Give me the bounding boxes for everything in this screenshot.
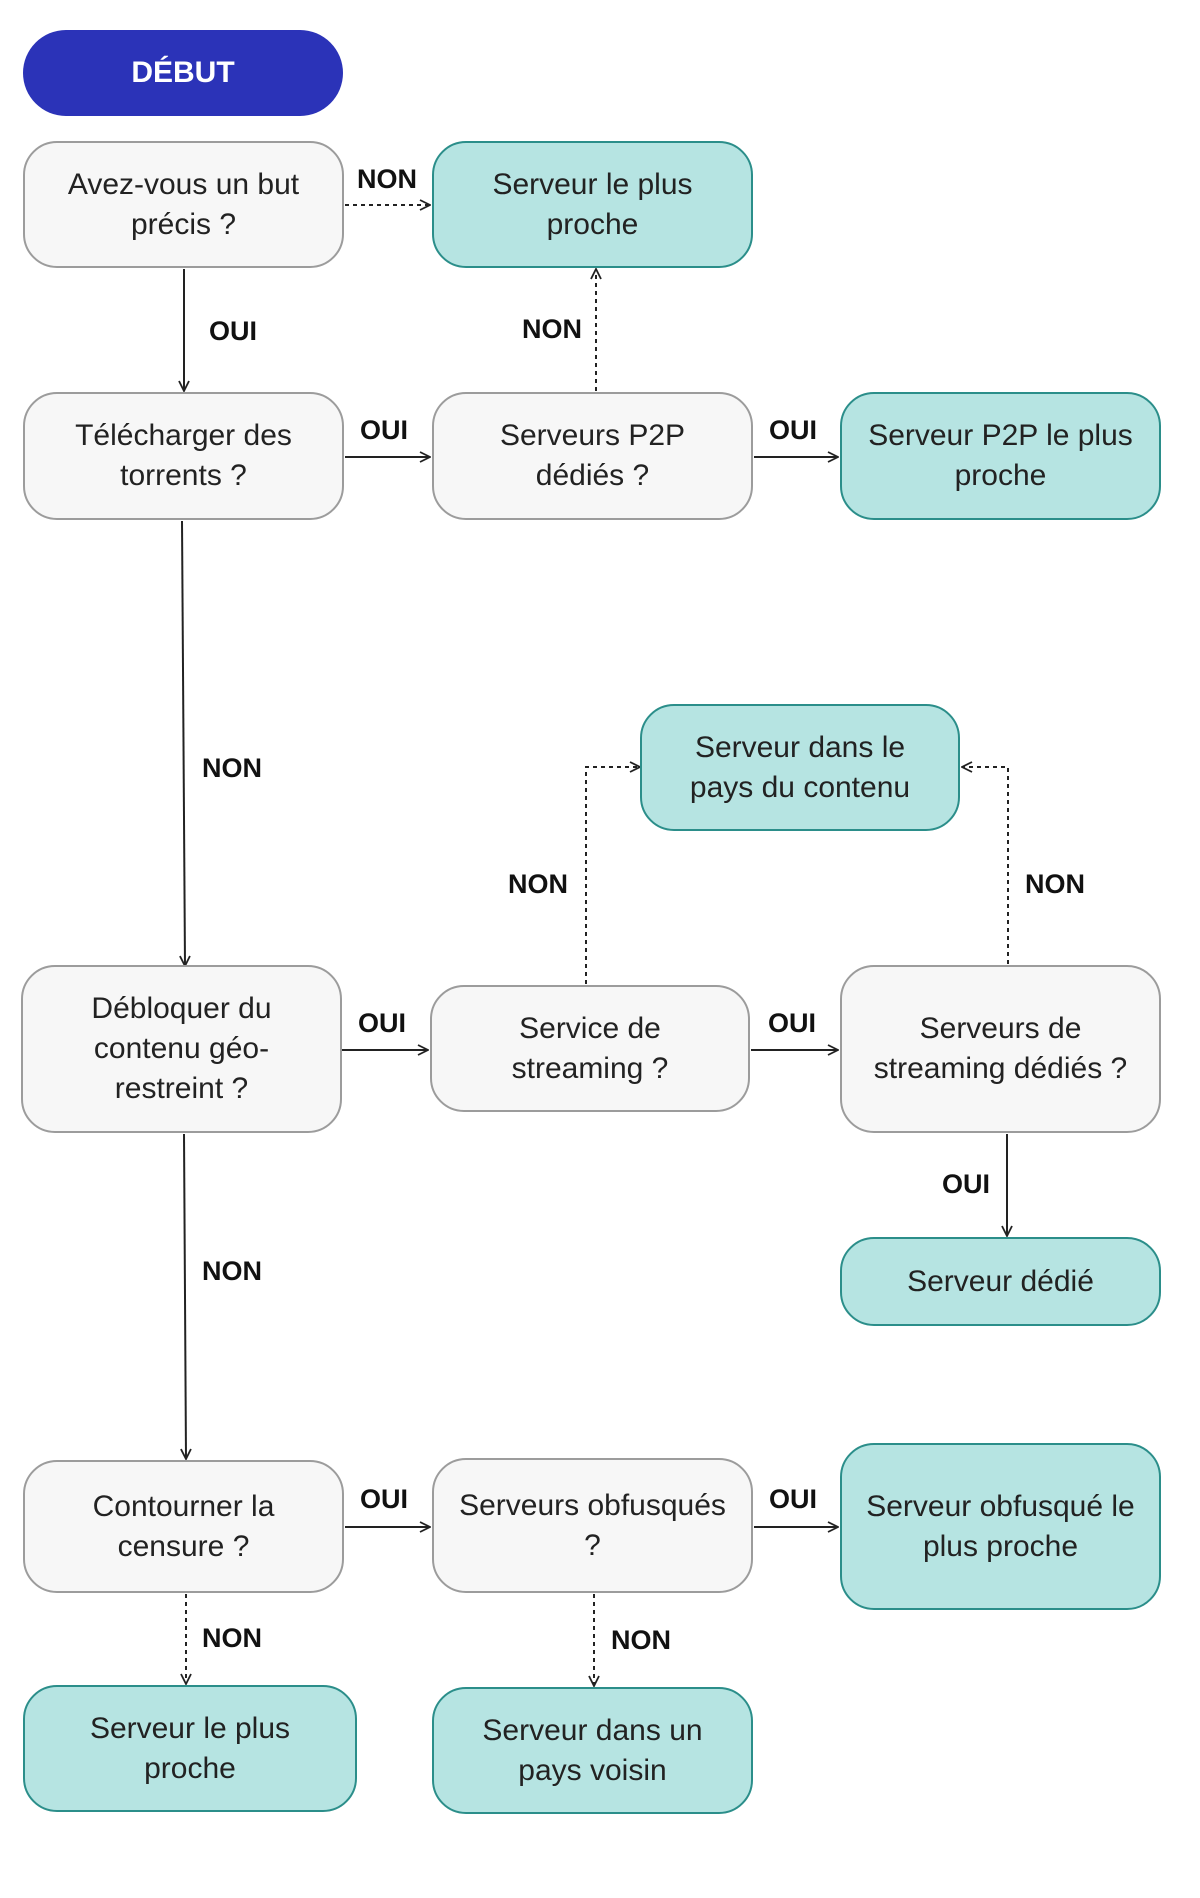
- result-dedicated-server: Serveur dédié: [840, 1237, 1161, 1326]
- label-p2p-yes: OUI: [768, 415, 818, 445]
- result-obfuscated-server: Serveur obfusqué le plus proche: [840, 1443, 1161, 1610]
- question-p2p-servers: Serveurs P2P dédiés ?: [432, 392, 753, 520]
- question-geo-unblock: Débloquer du contenu géo-restreint ?: [21, 965, 342, 1133]
- question-streaming-servers: Serveurs de streaming dédiés ?: [840, 965, 1161, 1133]
- label-torrents-yes: OUI: [359, 415, 409, 445]
- label-purpose-yes: OUI: [208, 316, 258, 346]
- edge-torrents-no: [182, 520, 185, 966]
- question-censorship: Contourner la censure ?: [23, 1460, 344, 1593]
- label-streaming-servers-no: NON: [1025, 869, 1085, 899]
- result-neighbor-country-server: Serveur dans un pays voisin: [432, 1687, 753, 1814]
- question-obfuscated-servers: Serveurs obfusqués ?: [432, 1458, 753, 1593]
- label-purpose-no: NON: [357, 164, 417, 194]
- question-purpose: Avez-vous un but précis ?: [23, 141, 344, 268]
- label-torrents-no: NON: [202, 753, 262, 783]
- label-obfuscated-yes: OUI: [768, 1484, 818, 1514]
- edge-streaming-no: [585, 767, 640, 984]
- result-content-country-server: Serveur dans le pays du contenu: [640, 704, 960, 831]
- edge-streaming-servers-no: [962, 767, 1009, 964]
- label-p2p-no: NON: [522, 314, 582, 344]
- start-node: DÉBUT: [23, 30, 343, 116]
- edge-geo-no: [184, 1133, 186, 1459]
- label-geo-no: NON: [202, 1256, 262, 1286]
- question-streaming-service: Service de streaming ?: [430, 985, 750, 1112]
- label-streaming-yes: OUI: [767, 1008, 817, 1038]
- label-censorship-no: NON: [202, 1623, 262, 1653]
- label-streaming-no: NON: [508, 869, 568, 899]
- label-streaming-servers-yes: OUI: [941, 1169, 991, 1199]
- result-nearest-server-1: Serveur le plus proche: [432, 141, 753, 268]
- label-geo-yes: OUI: [357, 1008, 407, 1038]
- result-nearest-server-2: Serveur le plus proche: [23, 1685, 357, 1812]
- label-censorship-yes: OUI: [359, 1484, 409, 1514]
- question-torrents: Télécharger des torrents ?: [23, 392, 344, 520]
- label-obfuscated-no: NON: [611, 1625, 671, 1655]
- result-p2p-server: Serveur P2P le plus proche: [840, 392, 1161, 520]
